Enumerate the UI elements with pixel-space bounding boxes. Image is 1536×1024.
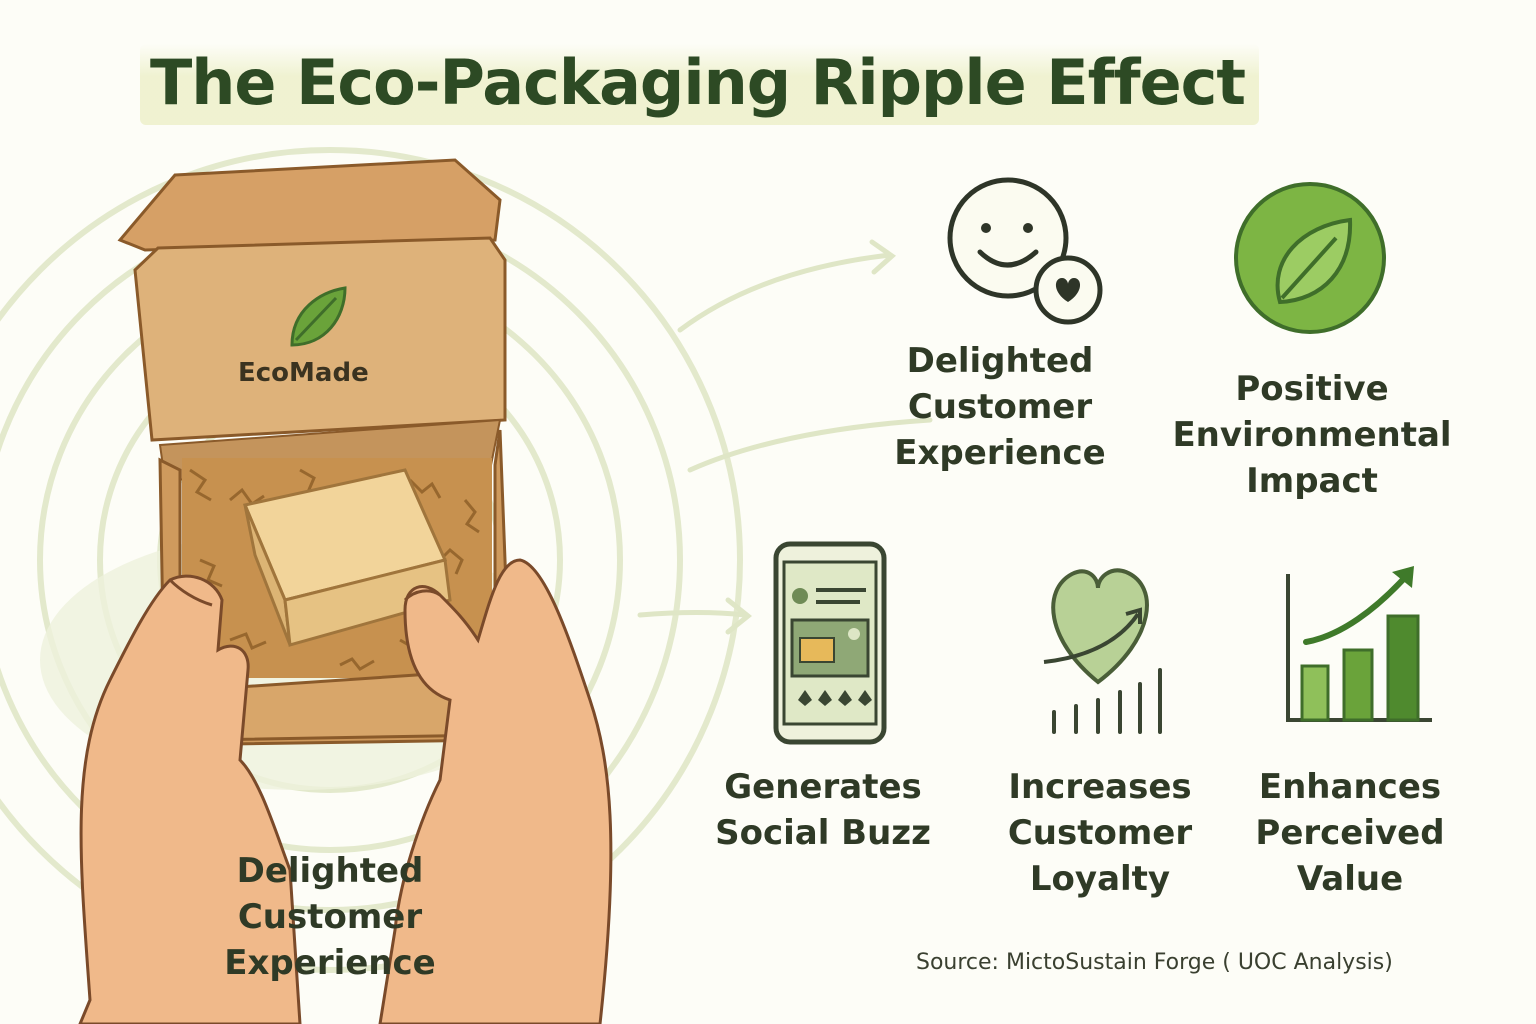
leaf-icon	[1234, 182, 1386, 334]
bar-chart-growth-icon	[1286, 566, 1432, 722]
outcome-label-delighted: Delighted Customer Experience	[894, 341, 1106, 474]
box-caption: Delighted Customer Experience	[224, 851, 436, 984]
page-title: The Eco-Packaging Ripple Effect	[150, 46, 1246, 119]
source-note: Source: MictoSustain Forge ( UOC Analysi…	[916, 950, 1393, 975]
title-banner: The Eco-Packaging Ripple Effect	[140, 44, 1260, 126]
heart-growth-icon	[1043, 568, 1162, 734]
outcome-label-loyalty: Increases Customer Loyalty	[1007, 767, 1193, 900]
ripple-arrows	[637, 239, 933, 635]
eco-box	[117, 158, 512, 747]
outcome-label-environment: Positive Environmental Impact	[1172, 369, 1452, 502]
box-brand-label: EcoMade	[238, 358, 369, 388]
outcome-label-social-buzz: Generates Social Buzz	[715, 767, 931, 854]
outcome-label-perceived-value: Enhances Perceived Value	[1255, 767, 1445, 900]
ecomade-leaf-logo	[290, 286, 347, 347]
smiley-heart-icon	[947, 177, 1103, 325]
hands	[78, 558, 613, 1024]
smartphone-social-icon	[773, 541, 887, 745]
